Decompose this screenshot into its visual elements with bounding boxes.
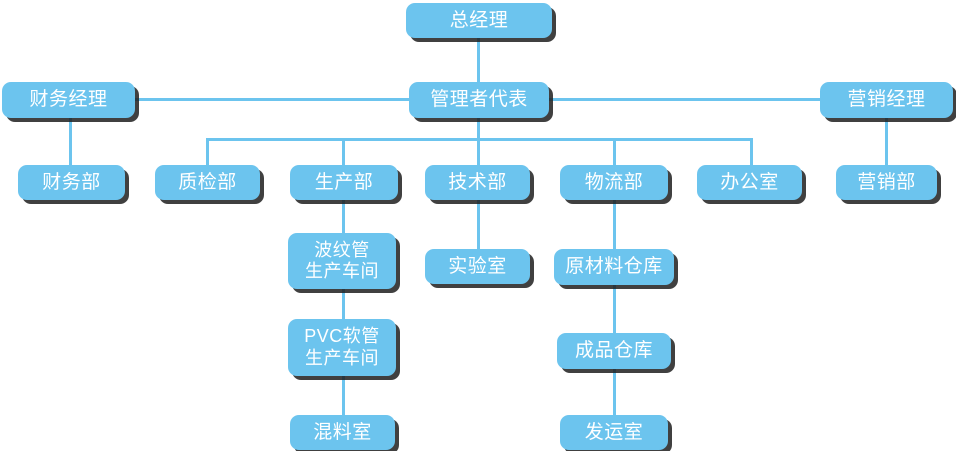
node-finished-goods-warehouse[interactable]: 成品仓库 bbox=[557, 333, 671, 369]
connector-bus-qc bbox=[206, 138, 209, 167]
connector-rawwh-fgwh bbox=[613, 285, 616, 333]
connector-manager-bus-left bbox=[133, 98, 411, 101]
connector-mktmgr-mktdept bbox=[885, 118, 888, 167]
node-finance-manager[interactable]: 财务经理 bbox=[2, 82, 135, 118]
connector-bus-tech bbox=[477, 138, 480, 167]
connector-prod-corrshop bbox=[342, 200, 345, 233]
node-marketing-department[interactable]: 营销部 bbox=[836, 165, 937, 200]
node-quality-department[interactable]: 质检部 bbox=[155, 165, 260, 200]
node-management-representative[interactable]: 管理者代表 bbox=[409, 82, 549, 118]
connector-finmgr-findept bbox=[69, 118, 72, 167]
connector-corrshop-pvc bbox=[342, 289, 345, 319]
connector-tech-lab bbox=[477, 200, 480, 249]
node-marketing-manager[interactable]: 营销经理 bbox=[820, 82, 953, 118]
node-pvc-hose-workshop[interactable]: PVC软管 生产车间 bbox=[288, 319, 396, 376]
connector-gm-down bbox=[477, 38, 480, 84]
node-technology-department[interactable]: 技术部 bbox=[425, 165, 530, 200]
node-general-manager[interactable]: 总经理 bbox=[406, 3, 552, 38]
connector-manager-bus-right bbox=[547, 98, 822, 101]
node-corrugated-pipe-workshop[interactable]: 波纹管 生产车间 bbox=[288, 233, 396, 289]
connector-fgwh-shiproom bbox=[613, 369, 616, 415]
connector-logi-rawwh bbox=[613, 200, 616, 249]
node-logistics-department[interactable]: 物流部 bbox=[560, 165, 668, 200]
node-laboratory[interactable]: 实验室 bbox=[425, 249, 530, 284]
connector-mgmtrep-down bbox=[477, 118, 480, 140]
node-shipping-room[interactable]: 发运室 bbox=[560, 415, 668, 450]
connector-pvc-mixing bbox=[342, 376, 345, 415]
connector-bus-prod bbox=[342, 138, 345, 167]
node-production-department[interactable]: 生产部 bbox=[290, 165, 398, 200]
node-finance-department[interactable]: 财务部 bbox=[18, 165, 125, 200]
node-office[interactable]: 办公室 bbox=[697, 165, 802, 200]
connector-bus-logi bbox=[613, 138, 616, 167]
connector-bus-office bbox=[750, 138, 753, 167]
node-raw-material-warehouse[interactable]: 原材料仓库 bbox=[554, 249, 674, 285]
node-mixing-room[interactable]: 混料室 bbox=[290, 415, 395, 450]
